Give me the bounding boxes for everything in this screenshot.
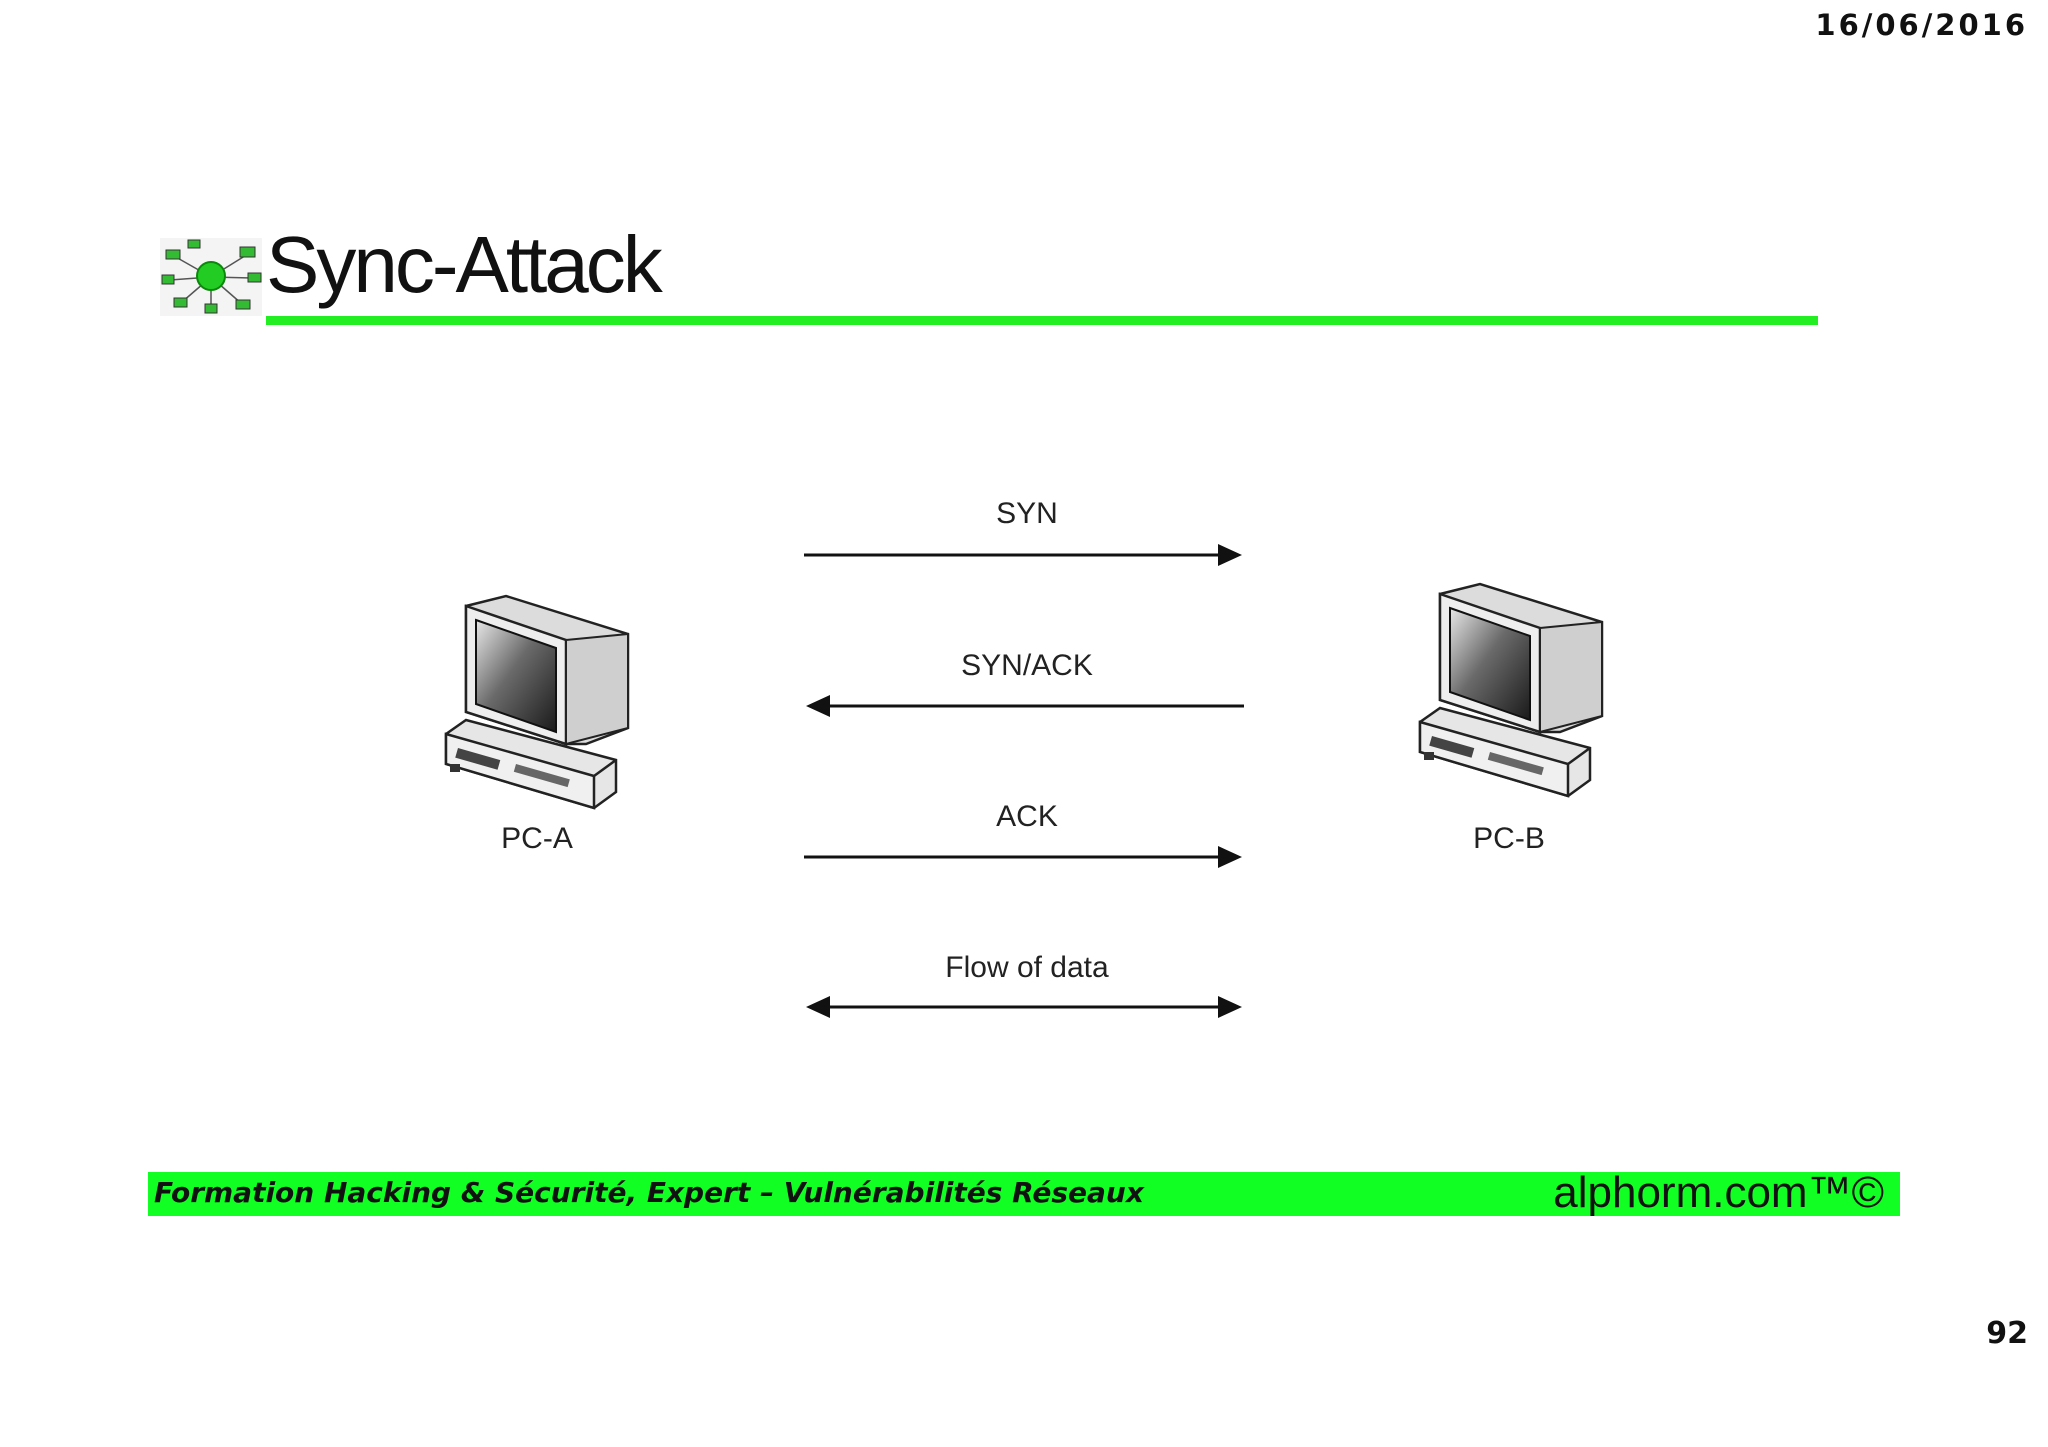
ack-label: ACK [996, 800, 1058, 833]
network-logo-icon [160, 238, 262, 316]
flow-of-data-arrow [806, 996, 1242, 1018]
footer-course-title: Formation Hacking & Sécurité, Expert – V… [154, 1176, 1144, 1209]
slide-date: 16/06/2016 [1815, 8, 2028, 42]
syn-label: SYN [996, 497, 1058, 530]
pc-b-label: PC-B [1473, 822, 1545, 855]
ack-arrow [804, 846, 1242, 868]
footer-bar: Formation Hacking & Sécurité, Expert – V… [148, 1168, 1900, 1217]
pc-a-computer-icon [444, 594, 630, 810]
pc-a-label: PC-A [501, 822, 573, 855]
title-underline [266, 316, 1818, 325]
syn-ack-arrow [806, 695, 1244, 717]
flow-of-data-label: Flow of data [945, 951, 1109, 984]
pc-b-computer-icon [1418, 582, 1604, 798]
slide-title: Sync-Attack [266, 220, 663, 309]
page-number: 92 [1986, 1316, 2028, 1351]
syn-arrow [804, 544, 1242, 566]
footer-brand: alphorm.com™© [1553, 1168, 1884, 1217]
syn-ack-label: SYN/ACK [961, 649, 1093, 682]
